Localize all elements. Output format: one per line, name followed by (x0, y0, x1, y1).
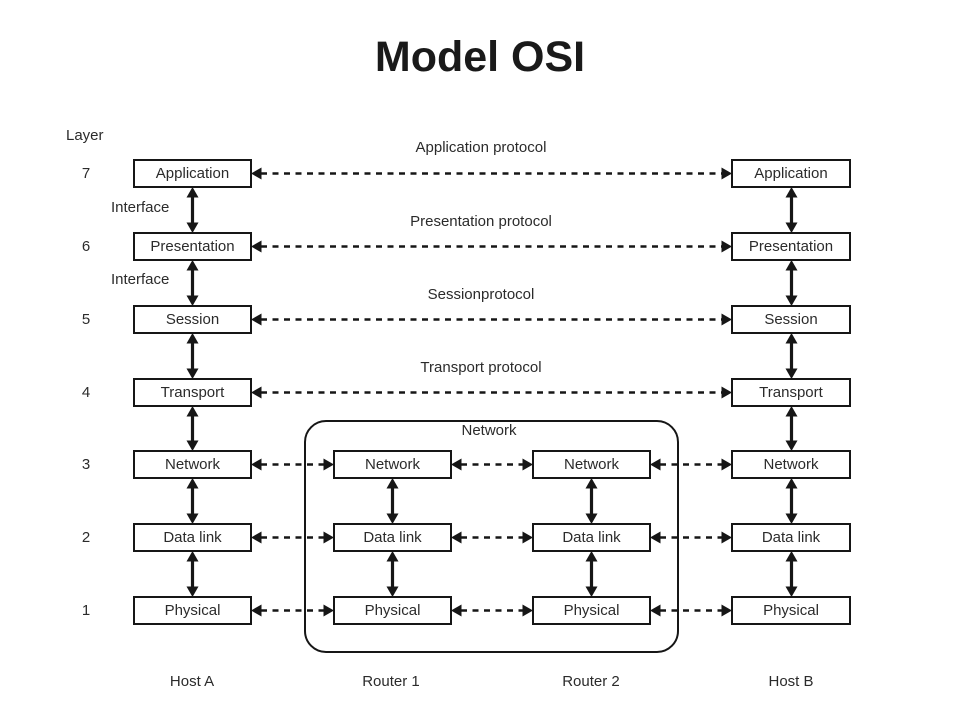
host-a-application-box: Application (133, 159, 252, 188)
layer-number-2: 2 (81, 529, 91, 546)
host-b-datalink-box: Data link (731, 523, 851, 552)
host-b-session-box: Session (731, 305, 851, 334)
router-1-datalink-box: Data link (333, 523, 452, 552)
host-b-transport-box: Transport (731, 378, 851, 407)
transport-protocol-label: Transport protocol (420, 359, 542, 376)
application-protocol-label: Application protocol (415, 139, 547, 156)
layer-number-1: 1 (81, 602, 91, 619)
host-a-physical-box: Physical (133, 596, 252, 625)
diagram-title: Model OSI (374, 33, 586, 81)
router-2-physical-box: Physical (532, 596, 651, 625)
layer-number-3: 3 (81, 456, 91, 473)
host-b-physical-box: Physical (731, 596, 851, 625)
layer-number-4: 4 (81, 384, 91, 401)
router-1-physical-box: Physical (333, 596, 452, 625)
router-2-label: Router 2 (562, 673, 620, 690)
router-1-network-box: Network (333, 450, 452, 479)
host-a-session-box: Session (133, 305, 252, 334)
host-a-transport-box: Transport (133, 378, 252, 407)
host-a-datalink-box: Data link (133, 523, 252, 552)
router-2-network-box: Network (532, 450, 651, 479)
interface-label-bottom: Interface (111, 271, 170, 288)
presentation-protocol-label: Presentation protocol (410, 213, 552, 230)
host-b-application-box: Application (731, 159, 851, 188)
layer-number-7: 7 (81, 165, 91, 182)
host-b-presentation-box: Presentation (731, 232, 851, 261)
layer-number-5: 5 (81, 311, 91, 328)
router-2-datalink-box: Data link (532, 523, 651, 552)
host-a-presentation-box: Presentation (133, 232, 252, 261)
interface-label-top: Interface (111, 199, 170, 216)
host-a-network-box: Network (133, 450, 252, 479)
host-b-network-box: Network (731, 450, 851, 479)
network-cloud-label: Network (461, 422, 517, 439)
host-a-label: Host A (169, 673, 215, 690)
session-protocol-label: Sessionprotocol (427, 286, 535, 303)
host-b-label: Host B (768, 673, 814, 690)
router-1-label: Router 1 (362, 673, 420, 690)
layer-number-6: 6 (81, 238, 91, 255)
layer-axis-label: Layer (66, 127, 104, 144)
